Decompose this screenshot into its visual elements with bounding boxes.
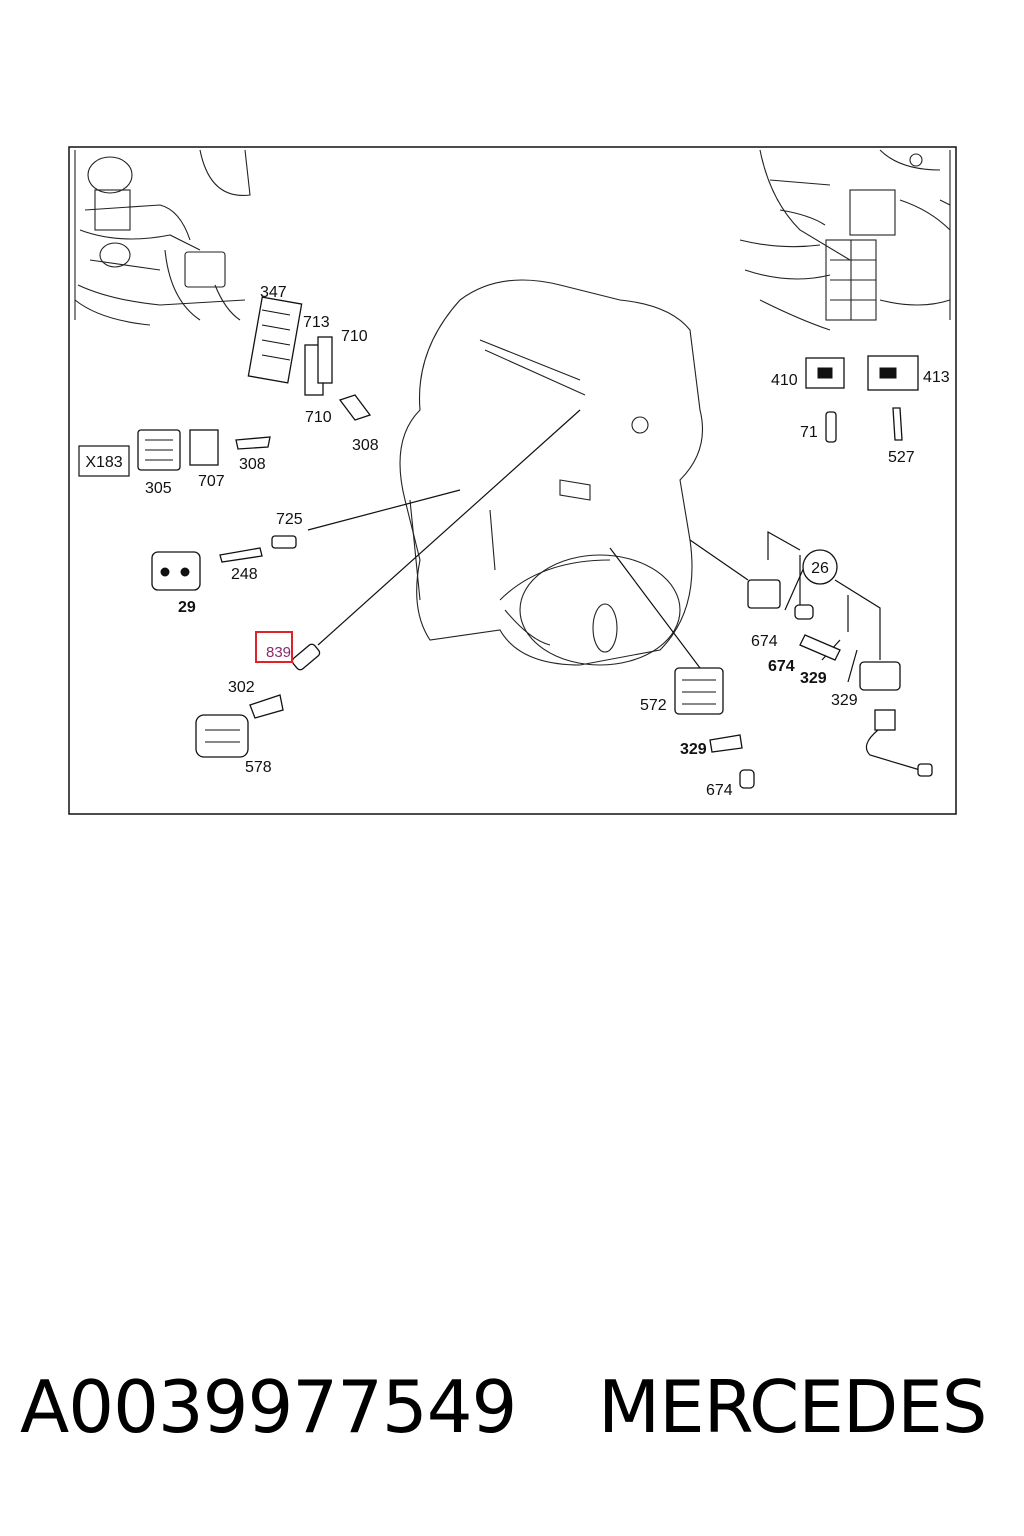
callout-713: 713 xyxy=(303,314,330,331)
callout-329-b: 329 xyxy=(831,692,858,709)
callout-347: 347 xyxy=(260,284,287,301)
diagram-frame xyxy=(68,146,957,815)
part-725-pin xyxy=(271,535,297,549)
callout-674-c: 674 xyxy=(706,782,733,799)
part-572-connector xyxy=(674,667,724,715)
callout-71: 71 xyxy=(800,424,818,441)
callout-410: 410 xyxy=(771,372,798,389)
engine-bay-sketch-left xyxy=(74,149,251,326)
engine-block-sketch xyxy=(399,279,704,666)
part-674-pin-c xyxy=(739,769,755,789)
callout-302: 302 xyxy=(228,679,255,696)
leader-lines xyxy=(307,409,881,683)
callout-26-circle: 26 xyxy=(802,549,838,585)
part-347-connector xyxy=(247,296,303,384)
callout-707: 707 xyxy=(198,473,225,490)
callout-329-a: 329 xyxy=(800,670,827,687)
brand-name: MERCEDES xyxy=(598,1365,987,1449)
callout-578: 578 xyxy=(245,759,272,776)
callout-248: 248 xyxy=(231,566,258,583)
frame-code-box: X183 xyxy=(78,445,130,477)
part-71-terminal xyxy=(825,411,837,443)
callout-308-a: 308 xyxy=(352,437,379,454)
callout-725: 725 xyxy=(276,511,303,528)
engine-bay-sketch-right xyxy=(739,149,951,331)
callout-26: 26 xyxy=(811,560,829,577)
callout-674-b: 674 xyxy=(768,658,795,675)
frame-code-label: X183 xyxy=(85,454,122,471)
footer: A0039977549 MERCEDES xyxy=(0,1365,1024,1475)
callout-308-b: 308 xyxy=(239,456,266,473)
callout-710-b: 710 xyxy=(305,409,332,426)
part-674-connector-a xyxy=(747,579,781,609)
part-329-terminal-a xyxy=(799,634,841,661)
part-713-seal xyxy=(304,336,333,396)
part-839-pin xyxy=(291,643,321,671)
callout-305: 305 xyxy=(145,480,172,497)
part-578-connector xyxy=(195,714,249,758)
highlight-box-839: 839 xyxy=(255,631,293,663)
part-305-connector xyxy=(137,429,181,471)
part-308-terminal-b xyxy=(235,436,271,450)
callout-29: 29 xyxy=(178,599,196,616)
callout-710-a: 710 xyxy=(341,328,368,345)
part-wire-sensor xyxy=(865,709,933,777)
part-248-terminal xyxy=(219,547,263,563)
part-29-connector xyxy=(151,551,201,591)
part-410-connector xyxy=(805,357,845,389)
part-413-connector xyxy=(867,355,919,391)
part-329-connector-b xyxy=(859,661,901,691)
callout-527: 527 xyxy=(888,449,915,466)
part-308-terminal-a xyxy=(338,394,372,421)
callout-839: 839 xyxy=(266,644,291,661)
part-302-terminal xyxy=(249,694,284,719)
part-527-terminal xyxy=(892,407,903,441)
callout-413: 413 xyxy=(923,369,950,386)
callout-674-a: 674 xyxy=(751,633,778,650)
part-674-pin xyxy=(794,604,814,620)
parts-diagram: X183 347 713 710 710 308 308 305 707 725… xyxy=(68,146,957,815)
part-number: A0039977549 xyxy=(20,1365,517,1449)
part-329-terminal-c xyxy=(709,734,743,753)
callout-329-c: 329 xyxy=(680,741,707,758)
part-707-connector xyxy=(189,429,219,466)
callout-572: 572 xyxy=(640,697,667,714)
